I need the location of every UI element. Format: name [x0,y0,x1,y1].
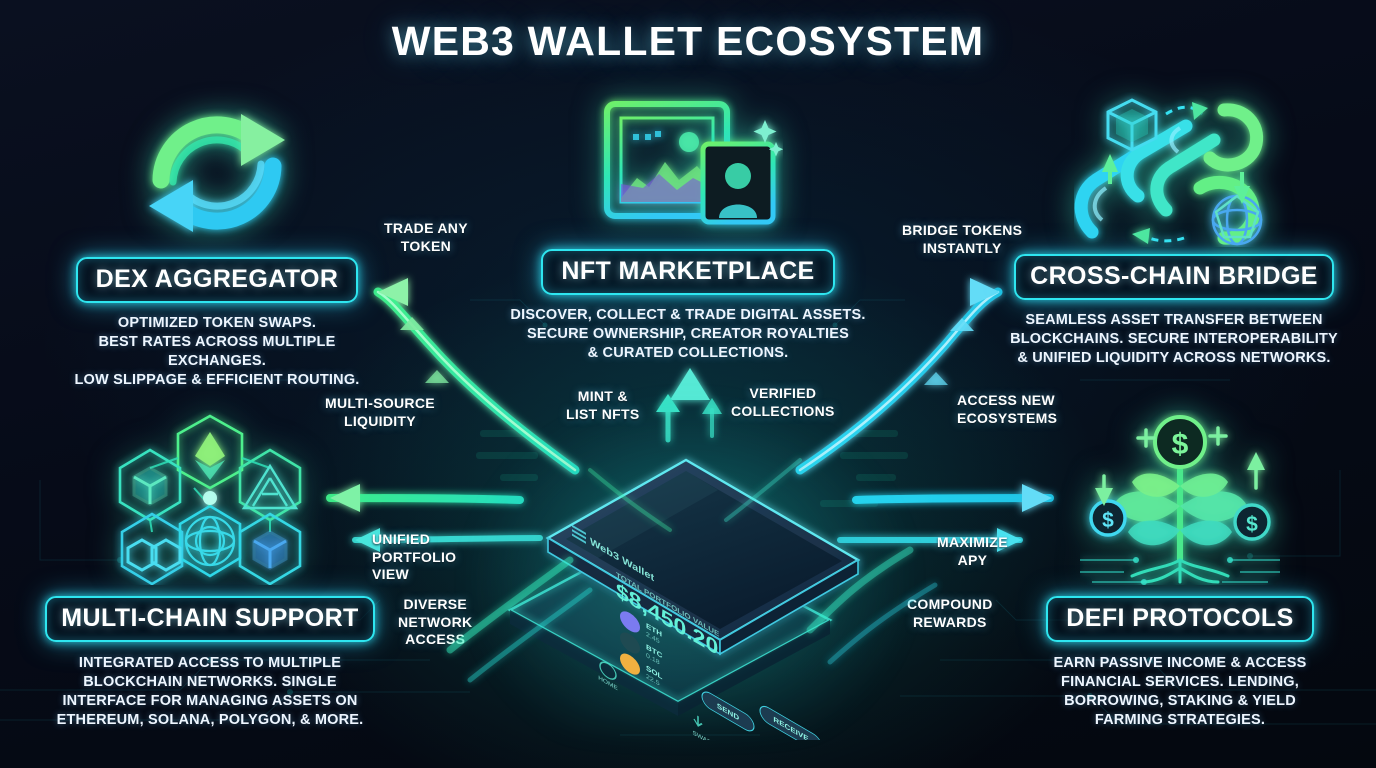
node-multi-chain-support[interactable]: MULTI-CHAIN SUPPORT INTEGRATED ACCESS TO… [35,410,385,729]
node-desc-nft-marketplace: DISCOVER, COLLECT & TRADE DIGITAL ASSETS… [510,307,866,361]
node-title-multi-chain-support: MULTI-CHAIN SUPPORT [45,596,375,642]
svg-text:$: $ [1172,428,1189,461]
svg-text:$: $ [1102,509,1114,532]
hexagon-network-icon [110,410,310,590]
flow-label-access-new-ecosystems: ACCESS NEW ECOSYSTEMS [957,392,1058,426]
node-title-nft-marketplace: NFT MARKETPLACE [541,249,835,295]
node-title-cross-chain-bridge: CROSS-CHAIN BRIDGE [1014,254,1334,300]
page-title: WEB3 WALLET ECOSYSTEM [391,18,985,64]
node-cross-chain-bridge[interactable]: CROSS-CHAIN BRIDGE SEAMLESS ASSET TRANSF… [1004,92,1344,368]
flow-label-multi-source-liquidity: MULTI-SOURCE LIQUIDITY [325,395,435,429]
swap-arrows-icon [133,96,301,253]
node-desc-defi-protocols: EARN PASSIVE INCOME & ACCESS FINANCIAL S… [1053,655,1307,728]
money-plant-icon: $ $ $ [1080,410,1280,590]
flow-label-diverse-network-access: DIVERSE NETWORK ACCESS [398,596,473,647]
node-desc-cross-chain-bridge: SEAMLESS ASSET TRANSFER BETWEEN BLOCKCHA… [1010,312,1338,366]
node-desc-multi-chain-support: INTEGRATED ACCESS TO MULTIPLE BLOCKCHAIN… [56,655,364,728]
flow-label-maximize-apy: MAXIMIZE APY [937,534,1008,568]
svg-text:$: $ [1246,513,1258,536]
node-defi-protocols[interactable]: $ $ $ DEFI PROTOCOLS EARN PAS [1010,410,1350,729]
node-nft-marketplace[interactable]: NFT MARKETPLACE DISCOVER, COLLECT & TRAD… [510,92,866,363]
svg-text:SWAP: SWAP [693,730,712,740]
flow-label-trade-any-token: TRADE ANY TOKEN [384,220,468,254]
flow-label-bridge-tokens-instantly: BRIDGE TOKENS INSTANTLY [902,222,1023,256]
node-title-dex-aggregator: DEX AGGREGATOR [75,257,359,303]
node-desc-dex-aggregator: OPTIMIZED TOKEN SWAPS. BEST RATES ACROSS… [74,315,360,388]
flow-label-unified-portfolio-view: UNIFIED PORTFOLIO VIEW [372,531,457,582]
phone-device[interactable]: Web3 Wallet TOTAL PORTFOLIO VALUE $8,450… [470,420,920,740]
node-dex-aggregator[interactable]: DEX AGGREGATOR OPTIMIZED TOKEN SWAPS. BE… [52,96,382,389]
node-title-defi-protocols: DEFI PROTOCOLS [1046,596,1314,642]
picture-frame-icon [593,92,784,247]
flow-label-mint-list-nfts: MINT & LIST NFTS [566,388,639,422]
chain-link-icon [1074,92,1274,252]
flow-label-verified-collections: VERIFIED COLLECTIONS [731,385,834,419]
